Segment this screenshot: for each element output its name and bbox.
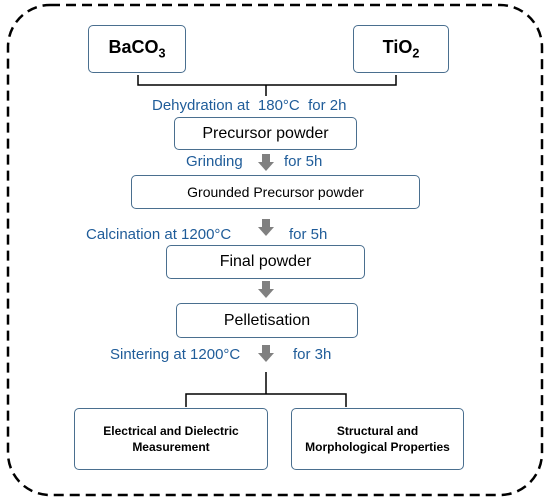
input-box-tio2: TiO2 xyxy=(353,25,449,73)
pelletisation-box: Pelletisation xyxy=(176,303,358,338)
pelletisation-label: Pelletisation xyxy=(223,311,311,329)
sintering-time-label: for 3h xyxy=(293,346,332,363)
down-arrow-3 xyxy=(258,281,274,298)
output-box-structural: Structural and Morphological Properties xyxy=(291,408,464,470)
down-arrow-2 xyxy=(258,219,274,236)
calcination-time-label: for 5h xyxy=(289,226,328,243)
grounded-precursor-label: Grounded Precursor powder xyxy=(187,184,364,200)
grinding-label: Grinding xyxy=(186,153,243,170)
grounded-precursor-box: Grounded Precursor powder xyxy=(131,175,420,209)
input-baco3-label: BaCO3 xyxy=(108,37,166,61)
precursor-powder-box: Precursor powder xyxy=(174,117,357,150)
input-tio2-label: TiO2 xyxy=(382,37,420,61)
top-merge-brace xyxy=(137,75,397,96)
calcination-label: Calcination at 1200°C xyxy=(86,226,232,243)
final-powder-label: Final powder xyxy=(219,253,312,270)
dehydration-label: Dehydration at 180°C for 2h xyxy=(152,97,347,114)
final-powder-box: Final powder xyxy=(166,245,365,279)
down-arrow-4 xyxy=(258,345,274,362)
input-box-baco3: BaCO3 xyxy=(88,25,186,73)
output-box-electrical: Electrical and Dielectric Measurement xyxy=(74,408,268,470)
bottom-split-brace xyxy=(185,372,347,407)
output-electrical-text: Electrical and Dielectric Measurement xyxy=(103,424,239,454)
grinding-time-label: for 5h xyxy=(284,153,323,170)
dashed-frame xyxy=(6,3,544,497)
precursor-powder-label: Precursor powder xyxy=(202,124,329,142)
output-structural-text: Structural and Morphological Properties xyxy=(305,424,450,454)
sintering-label: Sintering at 1200°C xyxy=(110,346,241,363)
down-arrow-1 xyxy=(258,154,274,171)
